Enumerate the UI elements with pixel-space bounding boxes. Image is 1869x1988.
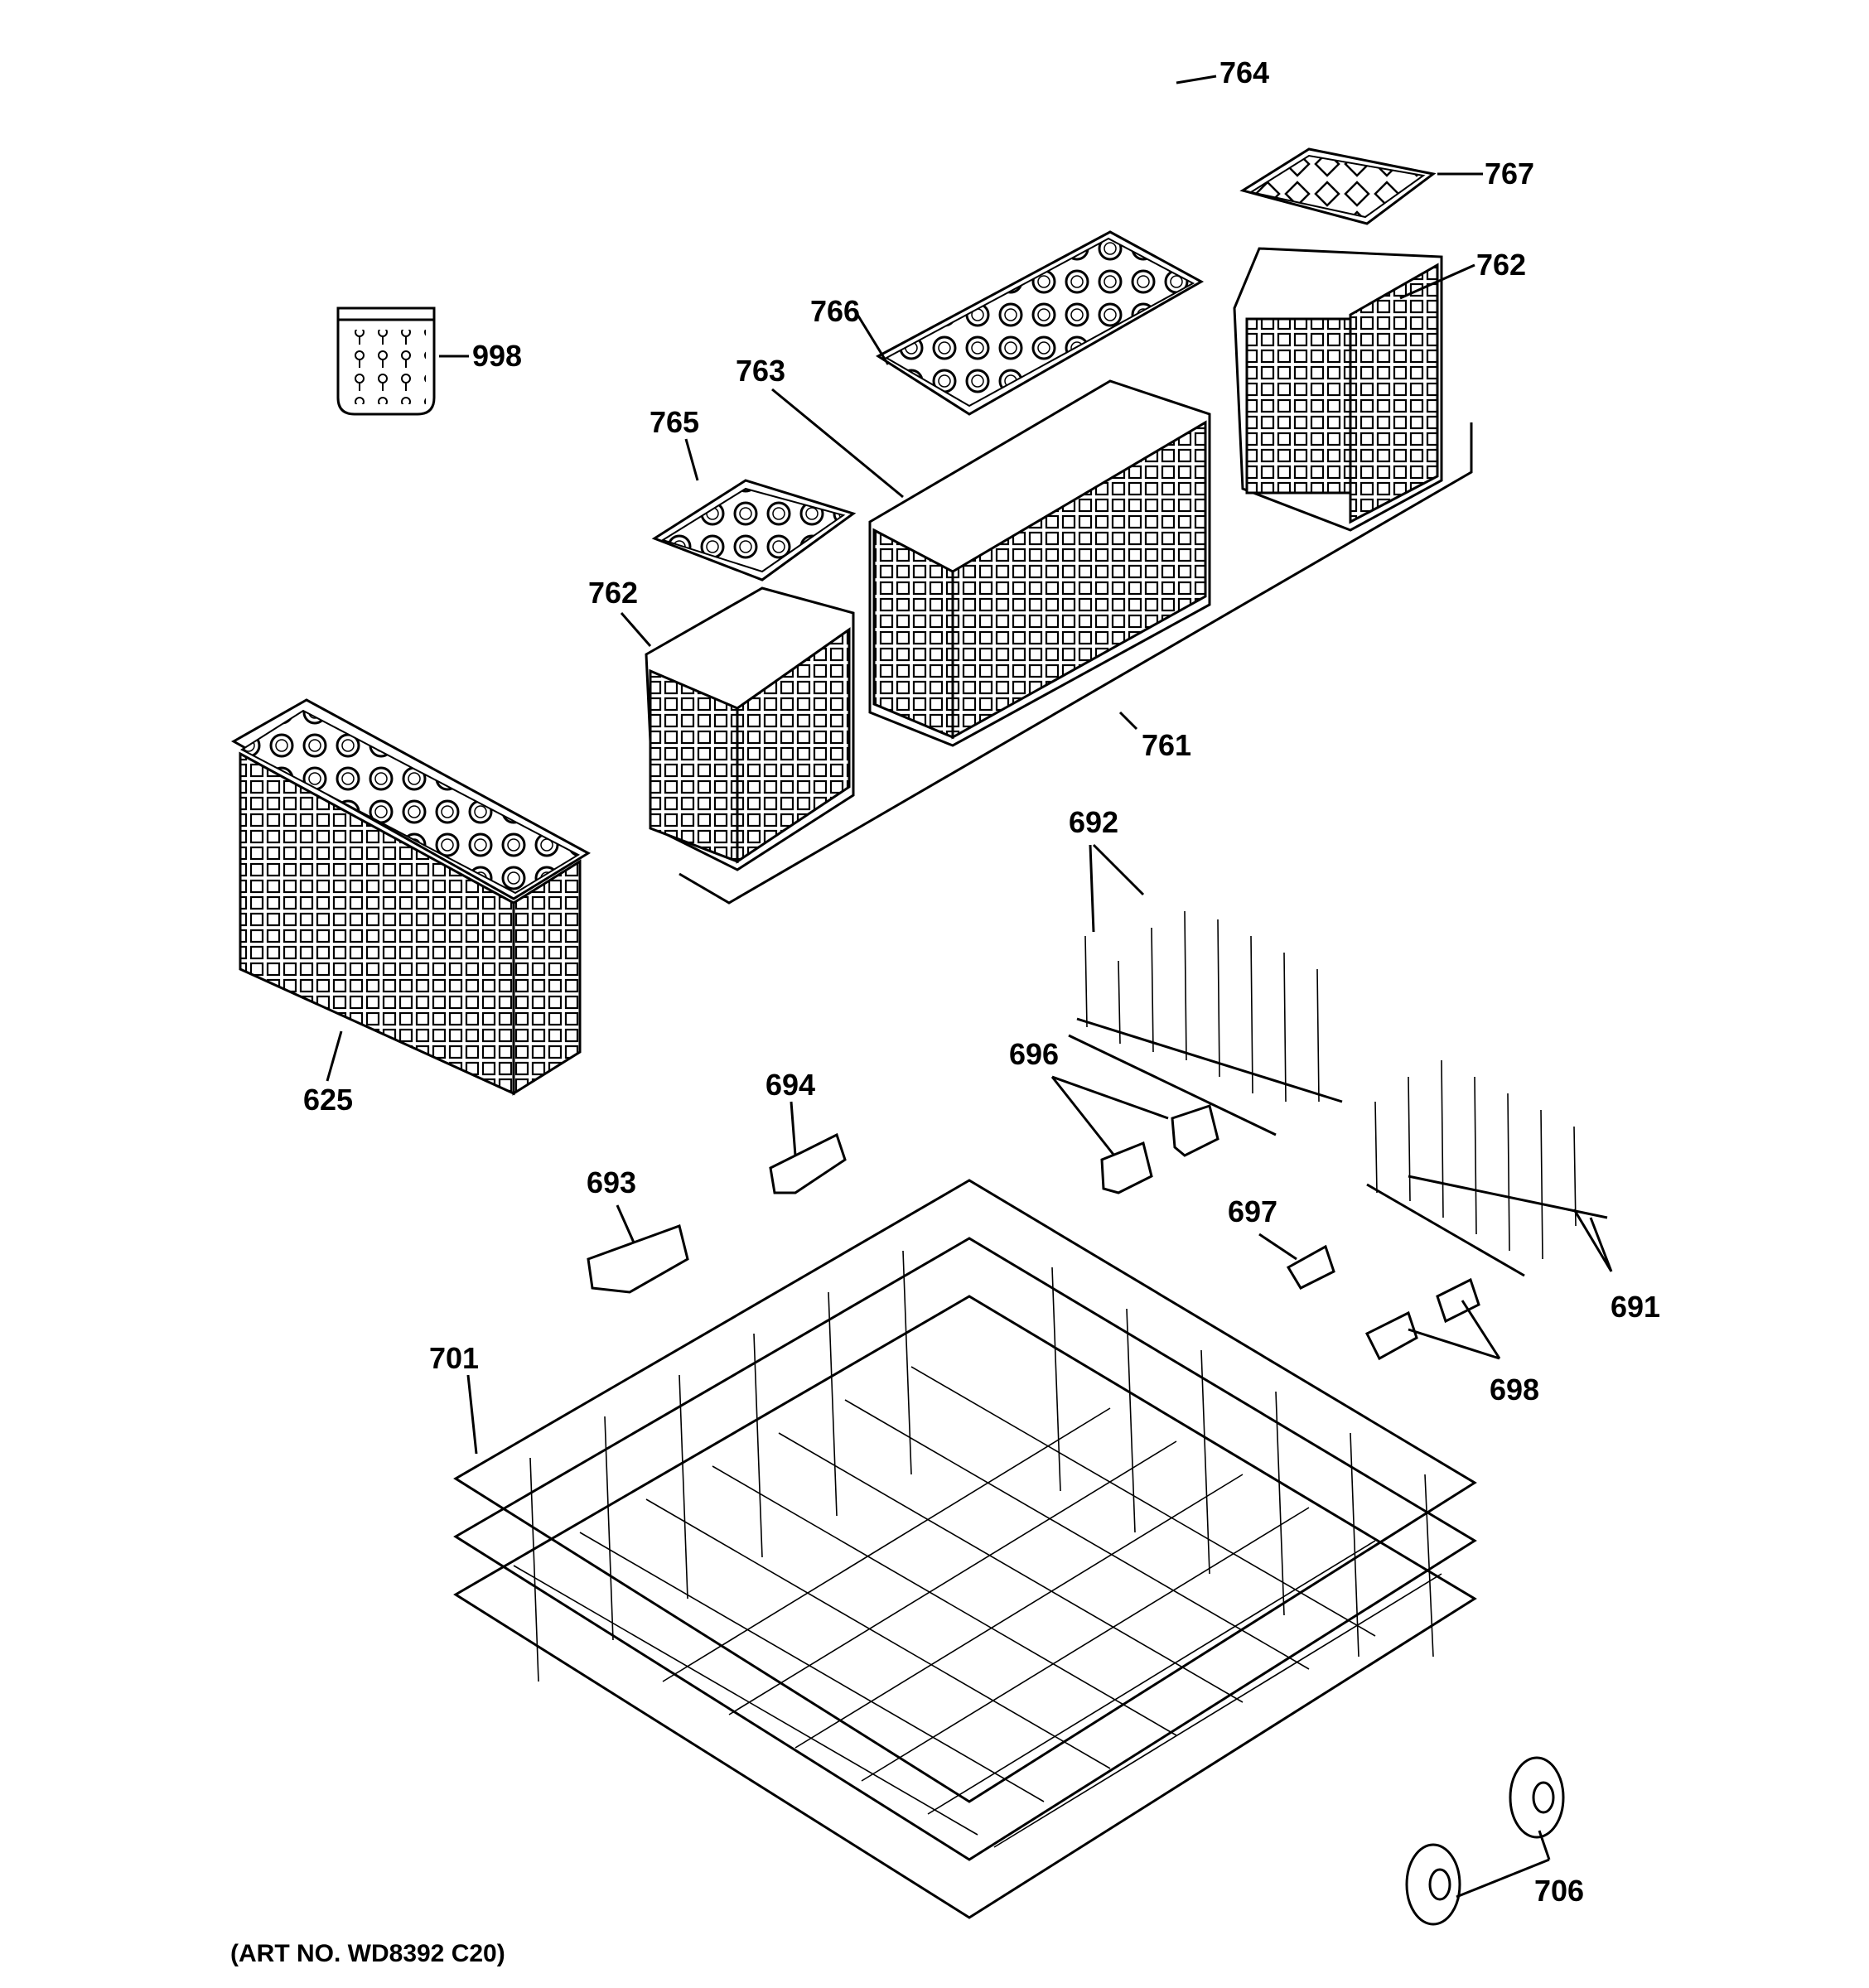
clip-693-icon: [587, 1224, 689, 1294]
small-basket-lid-icon: [1239, 147, 1437, 225]
callout-692: 692: [1069, 805, 1118, 839]
wheel-left-icon: [1405, 1843, 1461, 1926]
clip-696-b-icon: [1171, 1104, 1219, 1157]
basket-handle-icon: [896, 77, 1183, 309]
clip-694-icon: [769, 1132, 847, 1194]
callout-765: 765: [650, 405, 699, 439]
small-square-lid-icon: [651, 479, 857, 581]
callout-767: 767: [1485, 157, 1534, 191]
callout-998: 998: [472, 339, 522, 373]
callout-762-right: 762: [1476, 248, 1526, 282]
clip-698-a-icon: [1364, 1310, 1418, 1361]
silverware-basket-icon: [230, 698, 591, 1096]
callout-761: 761: [1142, 728, 1191, 762]
basket-set-bracket: [679, 422, 1473, 905]
wheel-right-icon: [1509, 1756, 1565, 1839]
screw-pack-icon: [336, 306, 436, 416]
left-small-basket-icon: [645, 586, 855, 871]
art-number: (ART NO. WD8392 C20): [230, 1940, 505, 1967]
lower-rack-icon: [453, 1179, 1477, 1919]
callout-625: 625: [303, 1083, 353, 1117]
clip-698-b-icon: [1436, 1277, 1480, 1324]
callout-763: 763: [736, 354, 785, 388]
callout-762-left: 762: [588, 576, 638, 610]
callout-701: 701: [429, 1341, 479, 1375]
center-large-basket-icon: [868, 379, 1211, 747]
callout-691: 691: [1611, 1290, 1660, 1324]
tine-row-692-icon: [1068, 910, 1343, 1136]
callout-696: 696: [1009, 1037, 1059, 1071]
callout-698: 698: [1490, 1373, 1539, 1407]
callout-766: 766: [810, 294, 860, 328]
callout-764: 764: [1219, 55, 1269, 89]
clip-697-icon: [1286, 1244, 1335, 1290]
callout-706: 706: [1534, 1874, 1584, 1908]
callout-697: 697: [1228, 1194, 1277, 1228]
callout-693: 693: [587, 1165, 636, 1199]
tine-row-691-icon: [1366, 1059, 1608, 1277]
long-basket-lid-icon: [876, 230, 1205, 416]
callout-694: 694: [765, 1068, 815, 1102]
right-small-basket-icon: [1233, 247, 1443, 532]
leader-lines: [326, 75, 1613, 1899]
